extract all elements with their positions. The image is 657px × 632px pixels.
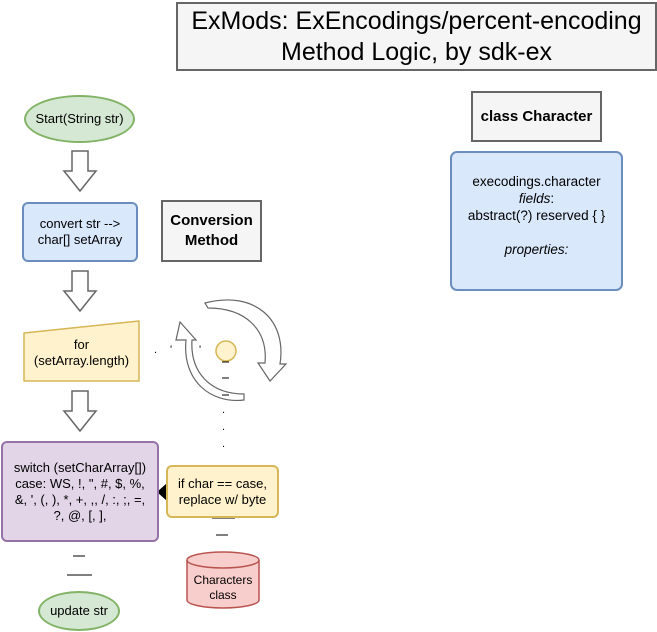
update-str-node: update str xyxy=(38,591,120,631)
characters-line-1: Characters xyxy=(193,573,253,587)
arrow-for-to-switch xyxy=(62,390,98,433)
characters-class-node: Characters class xyxy=(187,570,259,606)
if-char-node: if char == case, replace w/ byte xyxy=(166,465,279,518)
switch-node: switch (setCharArray[]) case: WS, !, ", … xyxy=(1,441,159,542)
class-box-fields-suffix: : xyxy=(550,191,555,206)
loop-dot: . xyxy=(154,344,158,356)
loop-dot: . xyxy=(222,404,226,416)
loop-dot: ' xyxy=(170,344,173,356)
for-loop-shape xyxy=(23,320,140,382)
characters-cylinder-top xyxy=(186,551,260,569)
class-character-label: class Character xyxy=(471,91,602,142)
diagram-title: ExMods: ExEncodings/percent-encoding Met… xyxy=(176,2,657,71)
class-box-properties: properties: xyxy=(504,242,569,257)
loop-dot: . xyxy=(222,438,226,450)
title-line-2: Method Logic, by sdk-ex xyxy=(281,37,552,66)
loop-dot: . xyxy=(222,421,226,433)
characters-cylinder xyxy=(186,560,260,609)
start-node: Start(String str) xyxy=(24,95,135,143)
for-line-2: (setArray.length) xyxy=(33,353,130,368)
convert-line-1: convert str --> xyxy=(39,216,121,231)
loop-arrow-right xyxy=(204,299,288,382)
convert-node: convert str --> char[] setArray xyxy=(22,202,138,262)
class-character-box: execodings.character fields: abstract(?)… xyxy=(450,151,623,291)
conversion-method-label: Conversion Method xyxy=(161,200,262,262)
arrow-convert-to-for xyxy=(62,270,98,313)
for-line-1: for xyxy=(73,337,90,352)
title-line-1: ExMods: ExEncodings/percent-encoding xyxy=(191,6,642,35)
arrow-start-to-convert xyxy=(62,150,98,193)
if-char-line-1: if char == case, xyxy=(178,475,267,491)
if-char-line-2: replace w/ byte xyxy=(178,491,267,507)
class-box-fields: fields: xyxy=(519,190,554,207)
loop-node-circle xyxy=(215,340,237,362)
convert-line-2: char[] setArray xyxy=(37,232,123,247)
pointer-triangle xyxy=(157,483,167,501)
for-loop-node: for (setArray.length) xyxy=(24,328,139,378)
loop-arrow-left xyxy=(175,320,245,402)
conversion-label-line-2: Method xyxy=(184,232,239,249)
class-box-reserved: abstract(?) reserved { } xyxy=(467,208,606,223)
class-box-fields-label: fields xyxy=(518,191,551,206)
loop-dot: ' xyxy=(199,344,202,356)
conversion-label-line-1: Conversion xyxy=(170,212,253,229)
characters-line-2: class xyxy=(209,588,237,602)
class-box-name: execodings.character xyxy=(472,174,601,189)
